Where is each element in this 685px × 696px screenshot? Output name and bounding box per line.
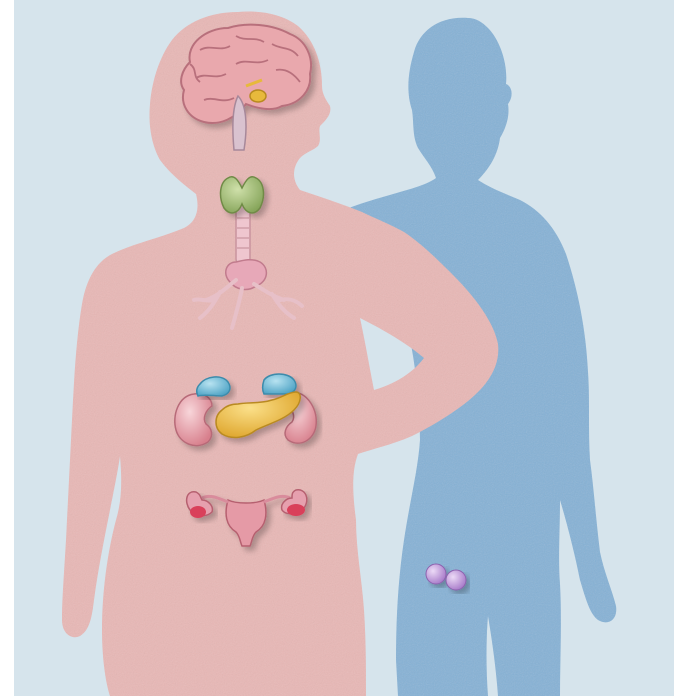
adrenal-gland-icon [263, 374, 297, 394]
trachea-icon [236, 205, 250, 265]
testis-icon [446, 570, 466, 590]
testis-icon [426, 564, 446, 584]
